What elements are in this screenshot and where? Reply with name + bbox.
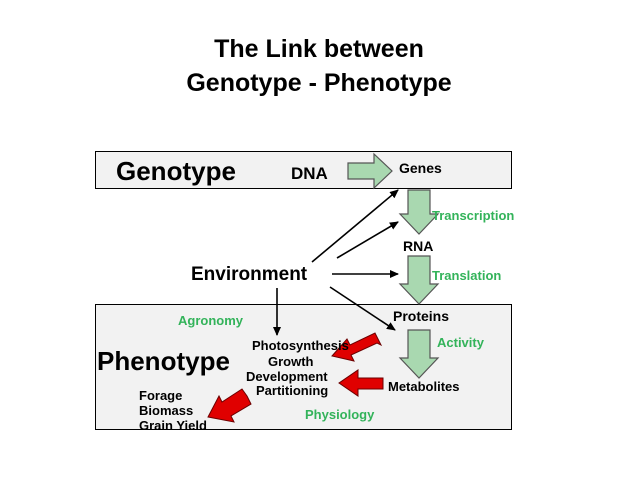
environment-to-rna-arrow xyxy=(336,221,399,259)
genes-label: Genes xyxy=(399,160,442,176)
dna-label: DNA xyxy=(291,164,328,183)
genotype-label: Genotype xyxy=(116,156,236,186)
metabolites-label: Metabolites xyxy=(388,379,460,394)
physiology-label: Physiology xyxy=(305,407,375,422)
environment-label: Environment xyxy=(191,264,308,285)
title-line-1: The Link between xyxy=(214,35,424,63)
genes-to-rna-arrow xyxy=(398,189,440,235)
translation-label: Translation xyxy=(432,268,502,283)
process-partitioning: Partitioning xyxy=(256,383,329,398)
rna-to-proteins-arrow xyxy=(398,255,440,305)
environment-to-genes-arrow xyxy=(311,189,399,263)
genotype-box xyxy=(95,151,512,189)
trait-biomass: Biomass xyxy=(139,403,194,418)
processes-to-traits-red-arrow xyxy=(207,388,252,423)
metabolites-to-processes-red-arrow xyxy=(338,369,384,397)
dna-to-genes-arrow xyxy=(347,152,393,190)
process-development: Development xyxy=(246,369,328,384)
environment-to-proteins-arrow xyxy=(329,286,396,331)
activity-to-processes-red-arrow xyxy=(331,332,383,362)
rna-label: RNA xyxy=(403,238,434,254)
trait-forage: Forage xyxy=(139,388,183,403)
process-growth: Growth xyxy=(268,354,314,369)
activity-label: Activity xyxy=(437,335,484,350)
transcription-label: Transcription xyxy=(432,208,515,223)
phenotype-label: Phenotype xyxy=(97,346,230,376)
phenotype-box xyxy=(95,304,512,430)
title-line-2: Genotype - Phenotype xyxy=(186,69,452,97)
process-photosynthesis: Photosynthesis xyxy=(252,338,349,353)
trait-grain-yield: Grain Yield xyxy=(139,418,207,433)
agronomy-label: Agronomy xyxy=(178,313,243,328)
proteins-to-metabolites-arrow xyxy=(398,329,440,379)
proteins-label: Proteins xyxy=(393,308,450,324)
